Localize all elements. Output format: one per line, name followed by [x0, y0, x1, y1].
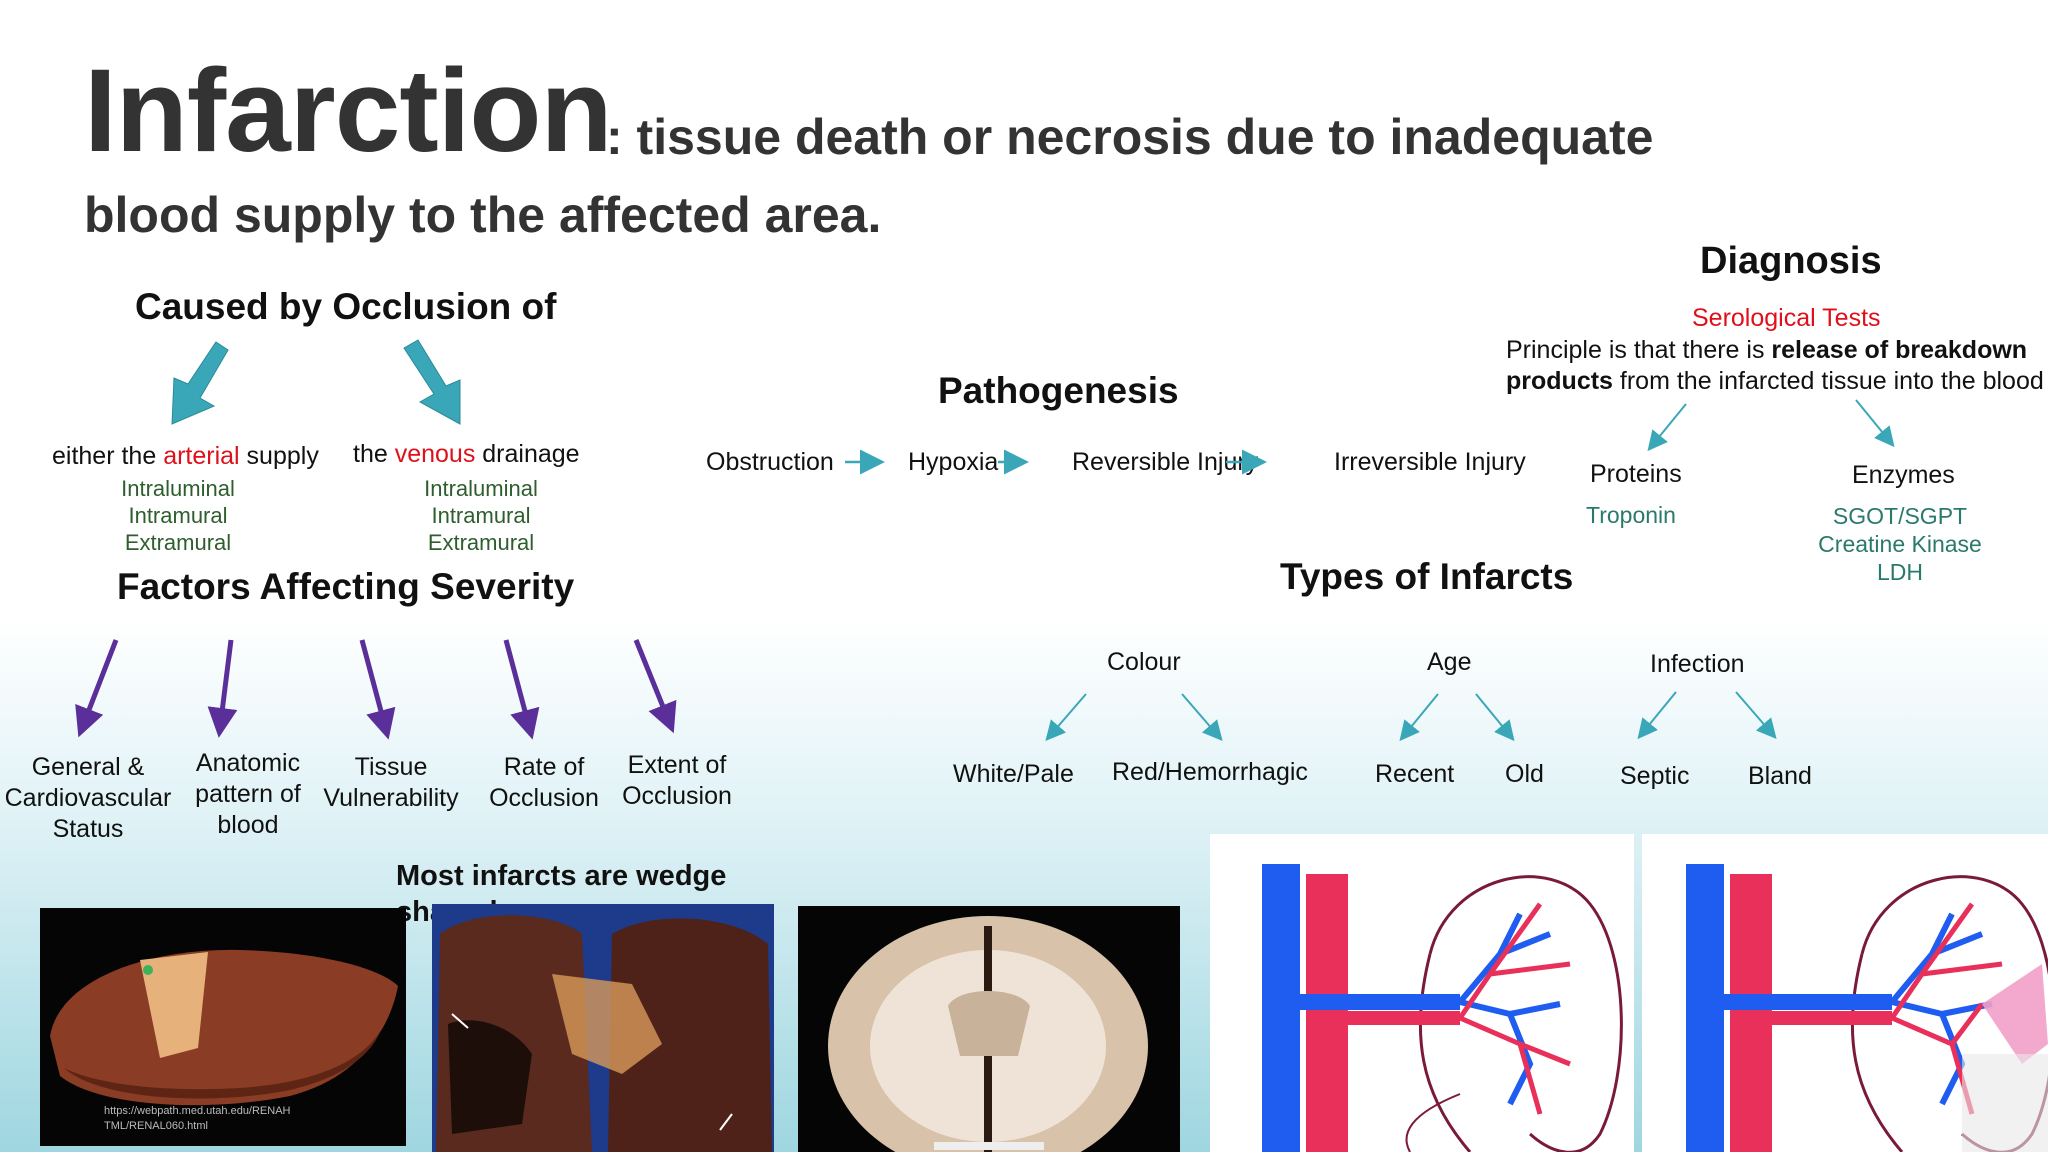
kidney-infarct-diagram [1686, 864, 2048, 1152]
kidney-diagram-normal [1210, 834, 1634, 1152]
factor-line: pattern of [195, 780, 301, 808]
type-old: Old [1505, 760, 1544, 788]
factor-tissue: Tissue Vulnerability [316, 752, 466, 814]
list-item: Intramural [431, 503, 531, 528]
principle-text: from the infarcted tissue into the blood [1612, 367, 2044, 395]
factor-line: Tissue [354, 753, 428, 781]
brain-infarct-photo [798, 906, 1180, 1152]
arrow-white-icon [1045, 693, 1087, 742]
arrow-septic-icon [1637, 691, 1677, 740]
kidney-photo-caption: https://webpath.med.utah.edu/RENAH TML/R… [104, 1104, 291, 1134]
list-item: Creatine Kinase [1818, 531, 1982, 557]
slide-title: Infarction [84, 45, 613, 177]
type-age: Age [1427, 648, 1472, 676]
kidney-diagram-infarct [1642, 834, 2048, 1152]
type-bland: Bland [1748, 762, 1812, 790]
arrow-factor-rate-icon [503, 639, 540, 740]
arrow-proteins-icon [1647, 403, 1687, 452]
diagnosis-principle: Principle is that there is release of br… [1506, 335, 2044, 397]
kidney-slice-image [50, 949, 398, 1106]
factor-line: Occlusion [622, 782, 732, 810]
factor-line: Occlusion [489, 784, 599, 812]
list-item: Extramural [124, 530, 232, 555]
title-definition: : tissue death or necrosis due to inadeq… [606, 109, 1654, 165]
arterial-pre: either the [52, 442, 164, 470]
list-item: Intramural [128, 503, 228, 528]
principle-bold: products [1506, 367, 1613, 395]
diagnosis-heading: Diagnosis [1700, 240, 1882, 282]
brain-image [828, 916, 1148, 1152]
arterial-label: either the arterial supply [52, 442, 319, 471]
venous-label: the venous drainage [353, 440, 580, 469]
factor-rate: Rate of Occlusion [476, 752, 612, 814]
factor-extent: Extent of Occlusion [610, 750, 744, 812]
caption-line: TML/RENAL060.html [104, 1120, 208, 1132]
venous-sublist: Intraluminal Intramural Extramural [401, 475, 561, 556]
enzymes-list: SGOT/SGPT Creatine Kinase LDH [1800, 502, 2000, 586]
arrow-enzymes-icon [1855, 399, 1895, 448]
pathogenesis-heading: Pathogenesis [938, 370, 1179, 411]
type-septic: Septic [1620, 762, 1690, 790]
severity-heading: Factors Affecting Severity [117, 566, 575, 607]
principle-text: Principle is that there is [1506, 336, 1772, 364]
venous-post: drainage [475, 440, 580, 468]
type-infection: Infection [1650, 650, 1745, 678]
caption-line: https://webpath.med.utah.edu/RENAH [104, 1105, 291, 1117]
arrow-factor-tissue-icon [359, 639, 396, 740]
factor-anatomic: Anatomic pattern of blood [180, 748, 316, 841]
arrow-down-left-icon [171, 341, 229, 425]
arrow-bland-icon [1735, 691, 1777, 740]
arterial-highlight: arterial [163, 442, 240, 470]
step-hypoxia: Hypoxia [908, 448, 999, 476]
step-irreversible: Irreversible Injury [1334, 448, 1526, 476]
title-definition-line2: blood supply to the affected area. [84, 187, 882, 243]
type-red: Red/Hemorrhagic [1112, 758, 1308, 786]
troponin-item: Troponin [1586, 502, 1676, 528]
arrow-factor-general-icon [75, 639, 119, 738]
lung-infarct-photo [432, 904, 774, 1152]
factor-line: Status [52, 815, 124, 843]
step-obstruction: Obstruction [706, 448, 834, 476]
factor-line: Extent of [627, 751, 727, 779]
list-item: Intraluminal [424, 476, 538, 501]
arrow-factor-extent-icon [633, 639, 677, 734]
list-item: SGOT/SGPT [1832, 503, 1968, 529]
proteins-label: Proteins [1590, 460, 1682, 488]
factor-general: General & Cardiovascular Status [0, 752, 176, 845]
lung-image [436, 915, 772, 1152]
principle-bold: release of breakdown [1771, 336, 2028, 364]
arrow-down-right-icon [403, 339, 461, 425]
kidney-vessel-diagram [1262, 864, 1623, 1152]
list-item: Intraluminal [121, 476, 235, 501]
venous-highlight: venous [394, 440, 476, 468]
arrow-red-icon [1181, 693, 1223, 742]
venous-pre: the [353, 440, 395, 468]
factor-line: Rate of [503, 753, 585, 781]
factor-line: blood [217, 811, 279, 839]
factor-line: Vulnerability [323, 784, 459, 812]
list-item: LDH [1876, 559, 1923, 585]
factor-line: Anatomic [195, 749, 301, 777]
type-white: White/Pale [953, 760, 1074, 788]
list-item: Extramural [427, 530, 535, 555]
arrow-factor-anatomic-icon [207, 639, 238, 738]
serological-tests: Serological Tests [1692, 304, 1881, 332]
kidney-infarct-photo: https://webpath.med.utah.edu/RENAH TML/R… [40, 908, 406, 1146]
occlusion-heading: Caused by Occlusion of [135, 286, 557, 327]
types-heading: Types of Infarcts [1280, 556, 1574, 597]
arrow-recent-icon [1399, 693, 1439, 742]
enzymes-label: Enzymes [1852, 461, 1955, 489]
factor-line: Cardiovascular [4, 784, 172, 812]
type-recent: Recent [1375, 760, 1455, 788]
arterial-post: supply [239, 442, 319, 470]
arrow-old-icon [1475, 693, 1515, 742]
factor-line: General & [31, 753, 145, 781]
type-colour: Colour [1107, 648, 1181, 676]
arterial-sublist: Intraluminal Intramural Extramural [98, 475, 258, 556]
